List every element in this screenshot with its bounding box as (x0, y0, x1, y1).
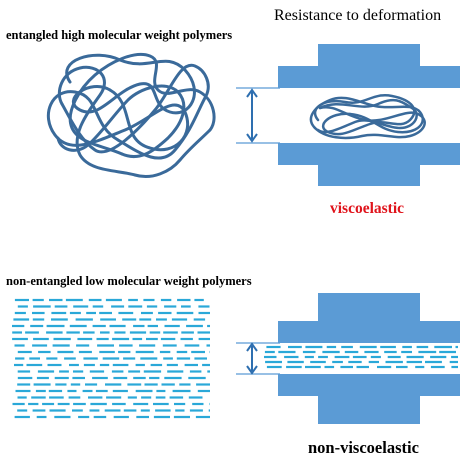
upper-press-stem (318, 44, 420, 68)
resistance-title: Resistance to deformation (274, 7, 442, 24)
viscoelastic-label: viscoelastic (330, 200, 405, 217)
non-entangled-polymers-title: non-entangled low molecular weight polym… (6, 274, 252, 288)
upper-press-stem (318, 293, 420, 323)
compressed-polymer-coil (309, 94, 426, 140)
upper-press-plate (278, 321, 460, 343)
upper-press-plate (278, 66, 460, 88)
lower-press-plate (278, 374, 460, 396)
gap-double-arrow (246, 342, 258, 375)
lower-press-plate (278, 143, 460, 165)
non-viscoelastic-press (236, 293, 460, 424)
gap-double-arrow (246, 88, 258, 143)
non-viscoelastic-label: non-viscoelastic (308, 438, 419, 457)
viscoelastic-press (236, 44, 460, 186)
entangled-polymers-title: entangled high molecular weight polymers (6, 28, 233, 42)
squeezed-short-chains (264, 345, 458, 369)
entangled-polymer-coil (46, 53, 216, 178)
lower-press-stem (318, 163, 420, 186)
short-polymer-chains (12, 298, 210, 419)
lower-press-stem (318, 394, 420, 424)
